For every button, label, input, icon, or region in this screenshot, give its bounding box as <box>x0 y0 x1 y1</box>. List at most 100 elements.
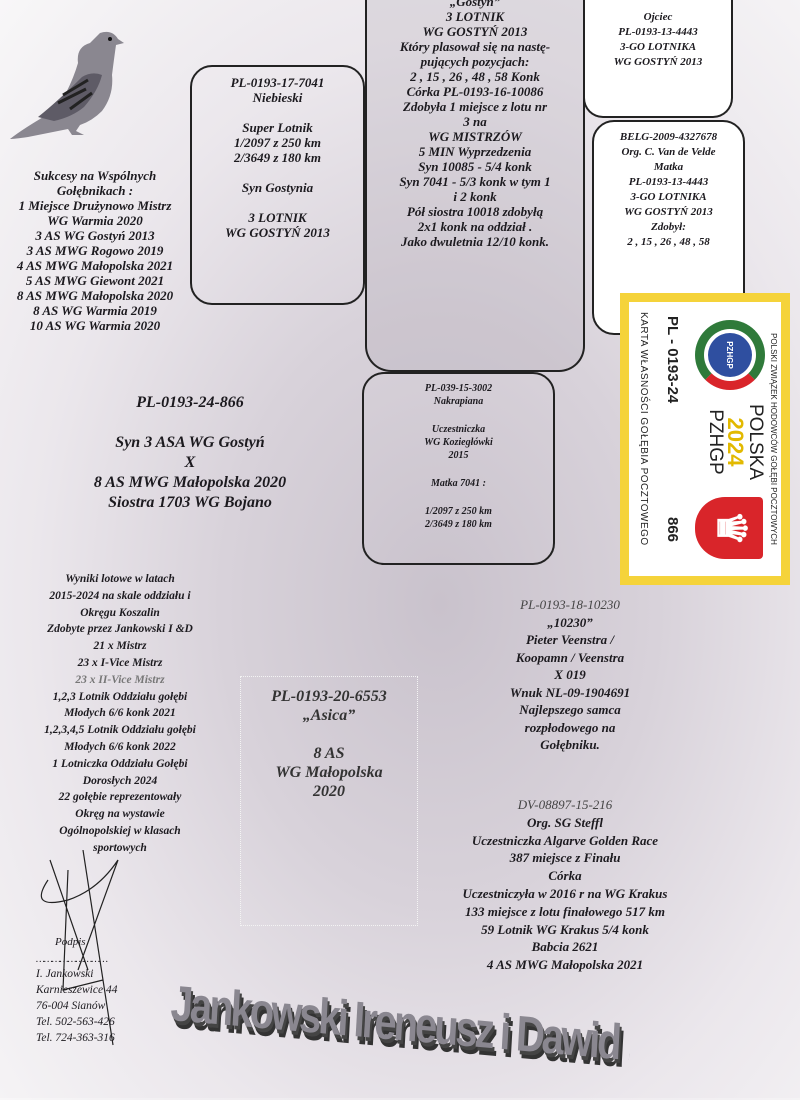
success-item: WG Warmia 2020 <box>47 213 143 228</box>
ownership-card: POLSKI ZWIĄZEK HODOWCÓW GOŁĘBI POCZTOWYC… <box>620 293 790 585</box>
success-item: 5 AS MWG Giewont 2021 <box>25 273 165 288</box>
box-line: 2/3649 z 180 km <box>425 519 492 530</box>
box-line: Nakrapiana <box>433 396 484 407</box>
result-line: 21 x Mistrz <box>93 640 147 653</box>
owner-phone: Tel. 502-563-426 <box>36 1016 115 1028</box>
box-line: Syn 7041 - 5/3 konk w tym 1 <box>399 174 551 189</box>
block-line: Najlepszego samca <box>519 702 621 717</box>
subject-ring: PL-0193-24-866 <box>136 394 244 411</box>
successes-list: Sukcesy na Wspólnych Gołębnikach : 1 Mie… <box>5 168 185 333</box>
dam-box: PL-0193-20-6553 „Asica” 8 AS WG Małopols… <box>240 676 418 926</box>
great-granddam-box: BELG-2009-4327678 Org. C. Van de Velde M… <box>592 120 745 335</box>
card-country: POLSKA <box>745 403 766 481</box>
result-line: Młodych 6/6 konk 2021 <box>64 707 176 720</box>
box-line: i 2 konk <box>453 189 497 204</box>
dam-sire-block: PL-0193-18-10230 „10230” Pieter Veenstra… <box>470 596 670 754</box>
box-line: Który plasował się na nastę- <box>399 39 551 54</box>
owner-phone: Tel. 724-363-316 <box>36 1032 115 1044</box>
box-line: Syn 10085 - 5/4 konk <box>418 159 532 174</box>
subject-line: 8 AS MWG Małopolska 2020 <box>93 474 287 491</box>
card-year: 2024 <box>723 417 748 467</box>
box-line: Zdobyła 1 miejsce z lotu nr <box>402 99 548 114</box>
box-line: 3 LOTNIK <box>445 9 505 24</box>
box-line: WG GOSTYŃ 2013 <box>422 24 528 39</box>
box-line: 1/2097 z 250 km <box>425 506 492 517</box>
result-line: 23 x I-Vice Mistrz <box>77 656 163 669</box>
box-line: WG GOSTYŃ 2013 <box>613 56 703 68</box>
result-line: Okręgu Koszalin <box>80 606 160 619</box>
success-item: 10 AS WG Warmia 2020 <box>29 318 161 333</box>
success-item: 3 AS WG Gostyń 2013 <box>35 228 155 243</box>
block-line: Koopamn / Veenstra <box>515 649 625 665</box>
result-line: Młodych 6/6 konk 2022 <box>64 740 176 753</box>
dam-ring: PL-0193-20-6553 <box>271 688 387 705</box>
block-line: Uczestniczka Algarve Golden Race <box>471 832 659 848</box>
box-line: 2x1 konk na oddział . <box>417 219 533 234</box>
block-line: 133 miejsce z lotu finałowego 517 km <box>464 903 666 919</box>
dam-name: „Asica” <box>302 707 356 724</box>
owner-city: 76-004 Sianów <box>36 1000 106 1012</box>
banner-title: Jankowski Ireneusz i Dawid „Pigeons” <box>169 976 633 1086</box>
result-line: 23 x II-Vice Mistrz <box>75 673 165 686</box>
signature-drawing <box>40 850 119 1046</box>
success-item: 8 AS WG Warmia 2019 <box>33 303 157 318</box>
box-line: Matka 7041 : <box>431 478 486 489</box>
box-line: WG Koziegłówki <box>424 437 493 448</box>
successes-title: Gołębnikach : <box>56 183 134 198</box>
box-line: 3-GO LOTNIKA <box>630 191 707 203</box>
box-line: 5 MIN Wyprzedzenia <box>418 144 532 159</box>
subject-line: X <box>184 454 196 471</box>
box-line: pujących pozycjach: <box>420 54 530 69</box>
result-line: 1 Lotniczka Oddziału Gołębi <box>52 757 188 770</box>
block-line: rozpłodowego na <box>524 719 616 735</box>
result-line: 2015-2024 na skale oddziału i <box>49 589 191 602</box>
card-title: KARTA WŁASNOŚCI GOŁĘBIA POCZTOWEGO <box>638 312 649 546</box>
sire-dam-ring: PL-039-15-3002 <box>424 383 493 394</box>
successes-title: Sukcesy na Wspólnych <box>33 168 157 183</box>
box-line: PL-0193-13-4443 <box>618 26 698 38</box>
box-line: Pół siostra 10018 zdobyłą <box>406 204 544 219</box>
sire-line: 3 LOTNIK <box>248 210 307 225</box>
result-line: 1,2,3,4,5 Lotnik Oddziału gołębi <box>44 724 196 737</box>
box-line: Córka PL-0193-16-10086 <box>406 84 544 99</box>
sire-line: WG GOSTYŃ 2013 <box>225 225 330 240</box>
subject-line: Siostra 1703 WG Bojano <box>108 494 272 511</box>
box-line: PL-0193-13-4443 <box>628 176 709 188</box>
block-line: 4 AS MWG Małopolska 2021 <box>486 957 644 973</box>
block-line: Wnuk NL-09-1904691 <box>509 684 631 700</box>
signature-label: Podpis <box>55 936 86 948</box>
sire-ring: PL-0193-17-7041 <box>230 75 325 90</box>
block-line: Babcia 2621 <box>531 939 599 955</box>
dam-line: WG Małopolska <box>275 764 383 781</box>
owner-street: Karnieszewice 44 <box>36 984 118 996</box>
dam-dam-ring: DV-08897-15-216 <box>517 797 613 812</box>
box-line: 2 , 15 , 26 , 48 , 58 Konk <box>410 69 540 84</box>
logo-text: PZHGP <box>708 333 752 377</box>
card-org: POLSKI ZWIĄZEK HODOWCÓW GOŁĘBI POCZTOWYC… <box>769 333 778 545</box>
owner-address: I. Jankowski Karnieszewice 44 76-004 Sia… <box>36 966 117 1046</box>
owner-name: I. Jankowski <box>36 968 94 980</box>
sire-box: PL-0193-17-7041 Niebieski Super Lotnik 1… <box>190 65 365 305</box>
block-line: X 019 <box>554 667 586 682</box>
box-line: Uczestniczka <box>431 424 486 435</box>
result-line: Ogólnopolskiej w klasach <box>59 824 181 837</box>
block-line: „10230” <box>547 614 593 630</box>
card-number: 866 <box>664 517 681 543</box>
result-line: sportowych <box>93 841 147 854</box>
dam-line: 2020 <box>313 783 345 800</box>
dam-dam-block: DV-08897-15-216 Org. SG Steffl Uczestnic… <box>420 796 710 974</box>
box-line: 2015 <box>448 450 469 461</box>
sire-dam-box: PL-039-15-3002 Nakrapiana Uczestniczka W… <box>362 372 555 565</box>
box-line: Matka <box>653 161 684 173</box>
box-line: WG MISTRZÓW <box>428 129 522 144</box>
card-ring: PL - 0193-24 <box>664 316 681 404</box>
dam-sire-ring: PL-0193-18-10230 <box>520 597 620 612</box>
box-line: „Gostyń” <box>449 0 501 9</box>
result-line: Dorosłych 2024 <box>82 774 158 787</box>
block-line: Org. SG Steffl <box>527 814 603 830</box>
block-line: Uczestniczyła w 2016 r na WG Krakus <box>462 885 668 901</box>
sire-sire-box: „Gostyń” 3 LOTNIK WG GOSTYŃ 2013 Który p… <box>365 0 585 372</box>
results-list: Wyniki lotowe w latach 2015-2024 na skal… <box>10 571 230 857</box>
subject-line: Syn 3 ASA WG Gostyń <box>115 434 265 451</box>
result-line: 22 gołębie reprezentowały <box>58 791 182 804</box>
